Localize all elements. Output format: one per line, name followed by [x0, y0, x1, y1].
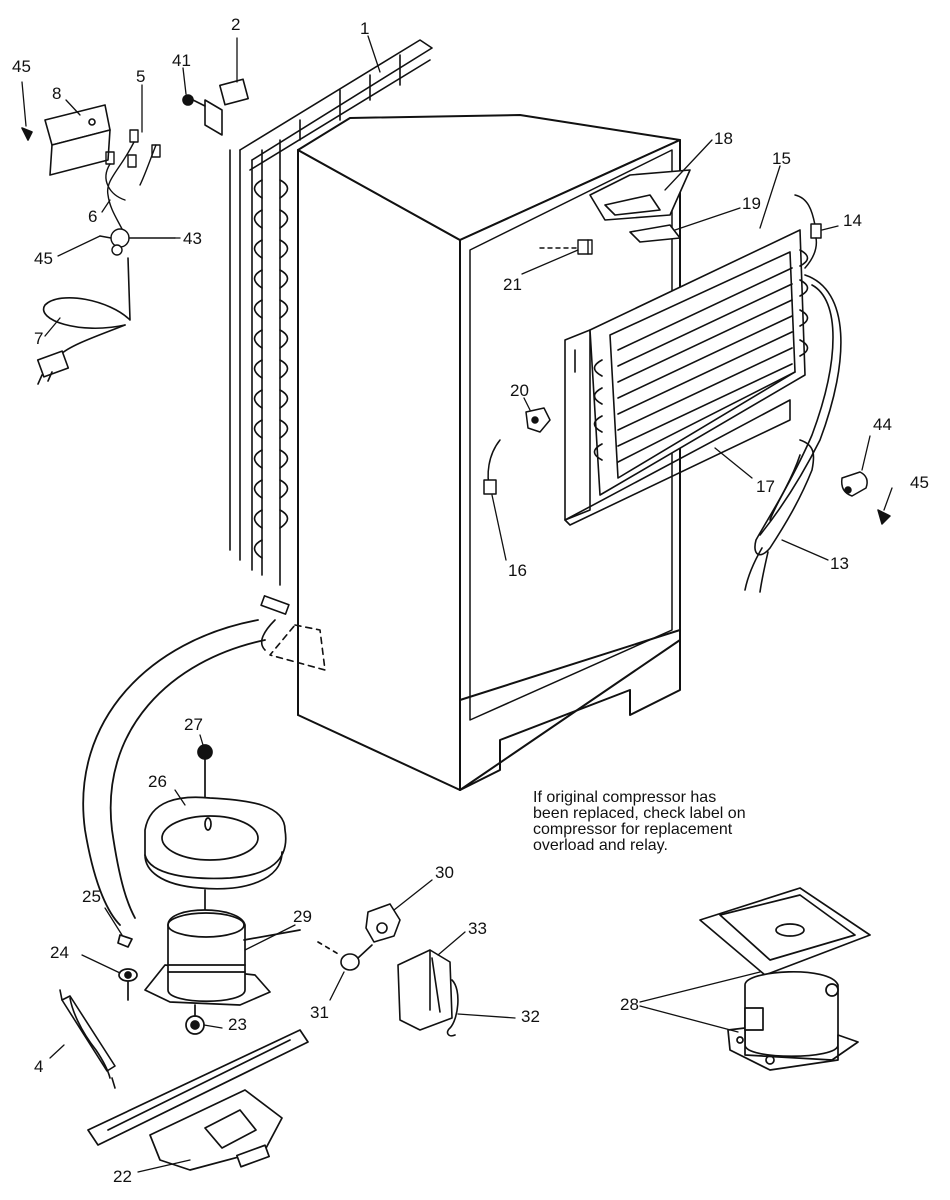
- sensor-wire: [794, 194, 822, 269]
- rear-condenser-coil: [229, 39, 433, 615]
- callout-label: 33: [468, 919, 487, 938]
- callout-label: 29: [293, 907, 312, 926]
- light-socket: [539, 239, 593, 255]
- callout-label: 19: [742, 194, 761, 213]
- evaporator: [564, 229, 809, 526]
- leader-lines: [21, 35, 893, 1173]
- wire-harness: [99, 129, 176, 256]
- damper-part: [840, 471, 891, 525]
- compressor: [117, 889, 341, 1035]
- note-line: If original compressor has: [533, 789, 717, 806]
- note-line: overload and relay.: [533, 837, 668, 854]
- callout-label: 16: [508, 561, 527, 580]
- drain-hose: [744, 274, 842, 593]
- callout-label: 1: [360, 19, 370, 38]
- compressor-note: If original compressor has been replaced…: [533, 790, 833, 854]
- callout-label: 41: [172, 51, 191, 70]
- filter-dryer: [59, 989, 116, 1089]
- relay-overload: [340, 903, 459, 1037]
- callout-label: 7: [34, 329, 44, 348]
- callout-label: 22: [113, 1167, 132, 1186]
- callout-label: 20: [510, 381, 529, 400]
- base-rail: [87, 1029, 309, 1171]
- callout-label: 23: [228, 1015, 247, 1034]
- callout-label: 25: [82, 887, 101, 906]
- callout-label: 43: [183, 229, 202, 248]
- callout-label: 32: [521, 1007, 540, 1026]
- callout-label: 24: [50, 943, 69, 962]
- clip-part: [525, 407, 551, 433]
- callout-label: 8: [52, 84, 62, 103]
- thermostat-housing: [589, 169, 691, 243]
- note-line: compressor for replacement: [533, 821, 733, 838]
- callout-label: 28: [620, 995, 639, 1014]
- cabinet: [297, 114, 681, 791]
- callout-label: 18: [714, 129, 733, 148]
- callout-label: 15: [772, 149, 791, 168]
- callout-label: 17: [756, 477, 775, 496]
- replacement-compressor: [699, 887, 871, 1071]
- callout-label: 14: [843, 211, 862, 230]
- callout-label: 45: [910, 473, 929, 492]
- callout-label: 6: [88, 207, 98, 226]
- arrow-indicator: [260, 619, 326, 671]
- callout-label: 13: [830, 554, 849, 573]
- callout-label: 5: [136, 67, 146, 86]
- drain-tube: [82, 619, 266, 926]
- callout-label: 45: [12, 57, 31, 76]
- callout-label: 45: [34, 249, 53, 268]
- power-cord: [36, 257, 131, 385]
- callout-label: 27: [184, 715, 203, 734]
- callout-label: 30: [435, 863, 454, 882]
- bracket-part: [182, 78, 249, 136]
- callout-label: 31: [310, 1003, 329, 1022]
- callout-label: 21: [503, 275, 522, 294]
- callout-label: 4: [34, 1057, 44, 1076]
- drain-pan: [144, 744, 287, 890]
- note-line: been replaced, check label on: [533, 805, 746, 822]
- callout-label: 2: [231, 15, 241, 34]
- mounting-plate: [21, 104, 111, 176]
- callout-label: 44: [873, 415, 892, 434]
- callout-label: 26: [148, 772, 167, 791]
- tube-part: [483, 439, 501, 495]
